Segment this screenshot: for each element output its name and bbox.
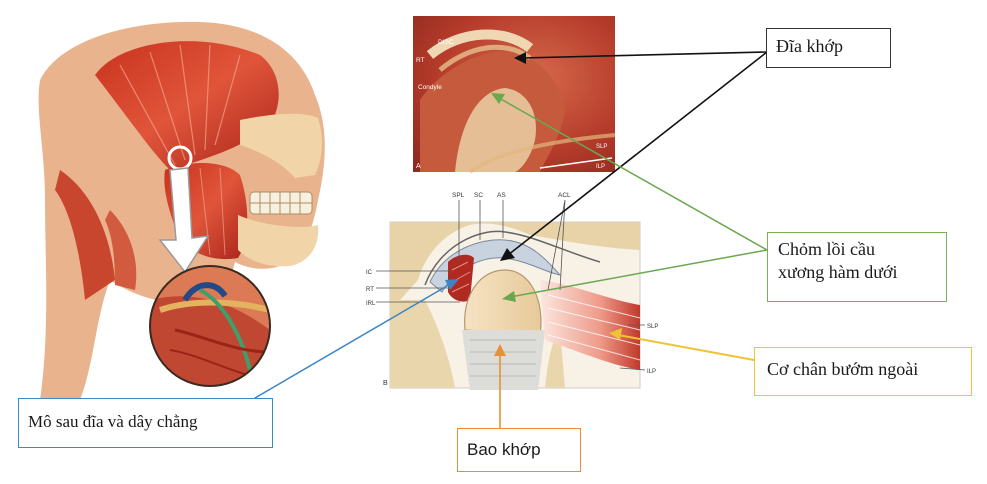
photo-label-disc: DISC xyxy=(438,39,454,46)
lateral-pterygoid-callout: Cơ chân bướm ngoài xyxy=(754,347,972,396)
photo-panel-letter: A xyxy=(416,163,421,170)
schematic-label-sc: SC xyxy=(474,192,483,199)
capsule-callout-text: Bao khớp xyxy=(467,440,541,459)
arrow-disc-schematic xyxy=(500,51,768,261)
photo-label-rt: RT xyxy=(416,57,425,64)
zoom-arrow-icon xyxy=(158,167,210,274)
schematic-section-b: SPL SC AS ACL IC RT IRL SLP ILP B xyxy=(366,192,658,390)
condyle-callout: Chỏm lồi cầu xương hàm dưới xyxy=(767,232,947,302)
photo-label-ilp: ILP xyxy=(596,164,605,170)
retrodiscal-callout-text: Mô sau đĩa và dây chằng xyxy=(28,412,198,431)
arrow-lateral-pterygoid xyxy=(609,328,755,361)
photo-section-a: DISC RT Condyle SLP ILP A xyxy=(413,16,616,174)
tmj-zoom-circle xyxy=(149,265,271,387)
schematic-label-ilp: ILP xyxy=(647,369,656,375)
schematic-label-spl: SPL xyxy=(452,192,465,199)
schematic-label-ic: IC xyxy=(366,270,373,276)
arrow-capsule xyxy=(494,344,506,431)
capsule-callout: Bao khớp xyxy=(457,428,581,472)
schematic-label-rt: RT xyxy=(366,287,374,293)
arrow-condyle-schematic xyxy=(502,249,768,302)
schematic-label-acl: ACL xyxy=(558,192,571,199)
teeth xyxy=(249,191,313,215)
arrow-condyle-photo xyxy=(491,93,768,251)
retrodiscal-callout: Mô sau đĩa và dây chằng xyxy=(18,398,273,448)
photo-label-condyle: Condyle xyxy=(418,84,442,91)
callout-arrows xyxy=(254,51,768,431)
arrow-retrodiscal xyxy=(254,279,459,399)
head-muscle-illustration xyxy=(38,21,325,400)
disc-callout: Đĩa khớp xyxy=(766,28,891,68)
disc-callout-text: Đĩa khớp xyxy=(776,36,844,56)
condyle-callout-line-2: xương hàm dưới xyxy=(778,262,898,282)
schematic-label-irl: IRL xyxy=(366,301,376,307)
schematic-panel-letter: B xyxy=(383,380,388,387)
lateral-pterygoid-callout-text: Cơ chân bướm ngoài xyxy=(767,359,919,379)
arrow-disc-photo xyxy=(514,51,768,64)
schematic-label-slp: SLP xyxy=(647,324,658,330)
condyle-callout-line-1: Chỏm lồi cầu xyxy=(778,239,875,259)
schematic-label-as: AS xyxy=(497,192,506,199)
photo-label-slp: SLP xyxy=(596,144,607,150)
